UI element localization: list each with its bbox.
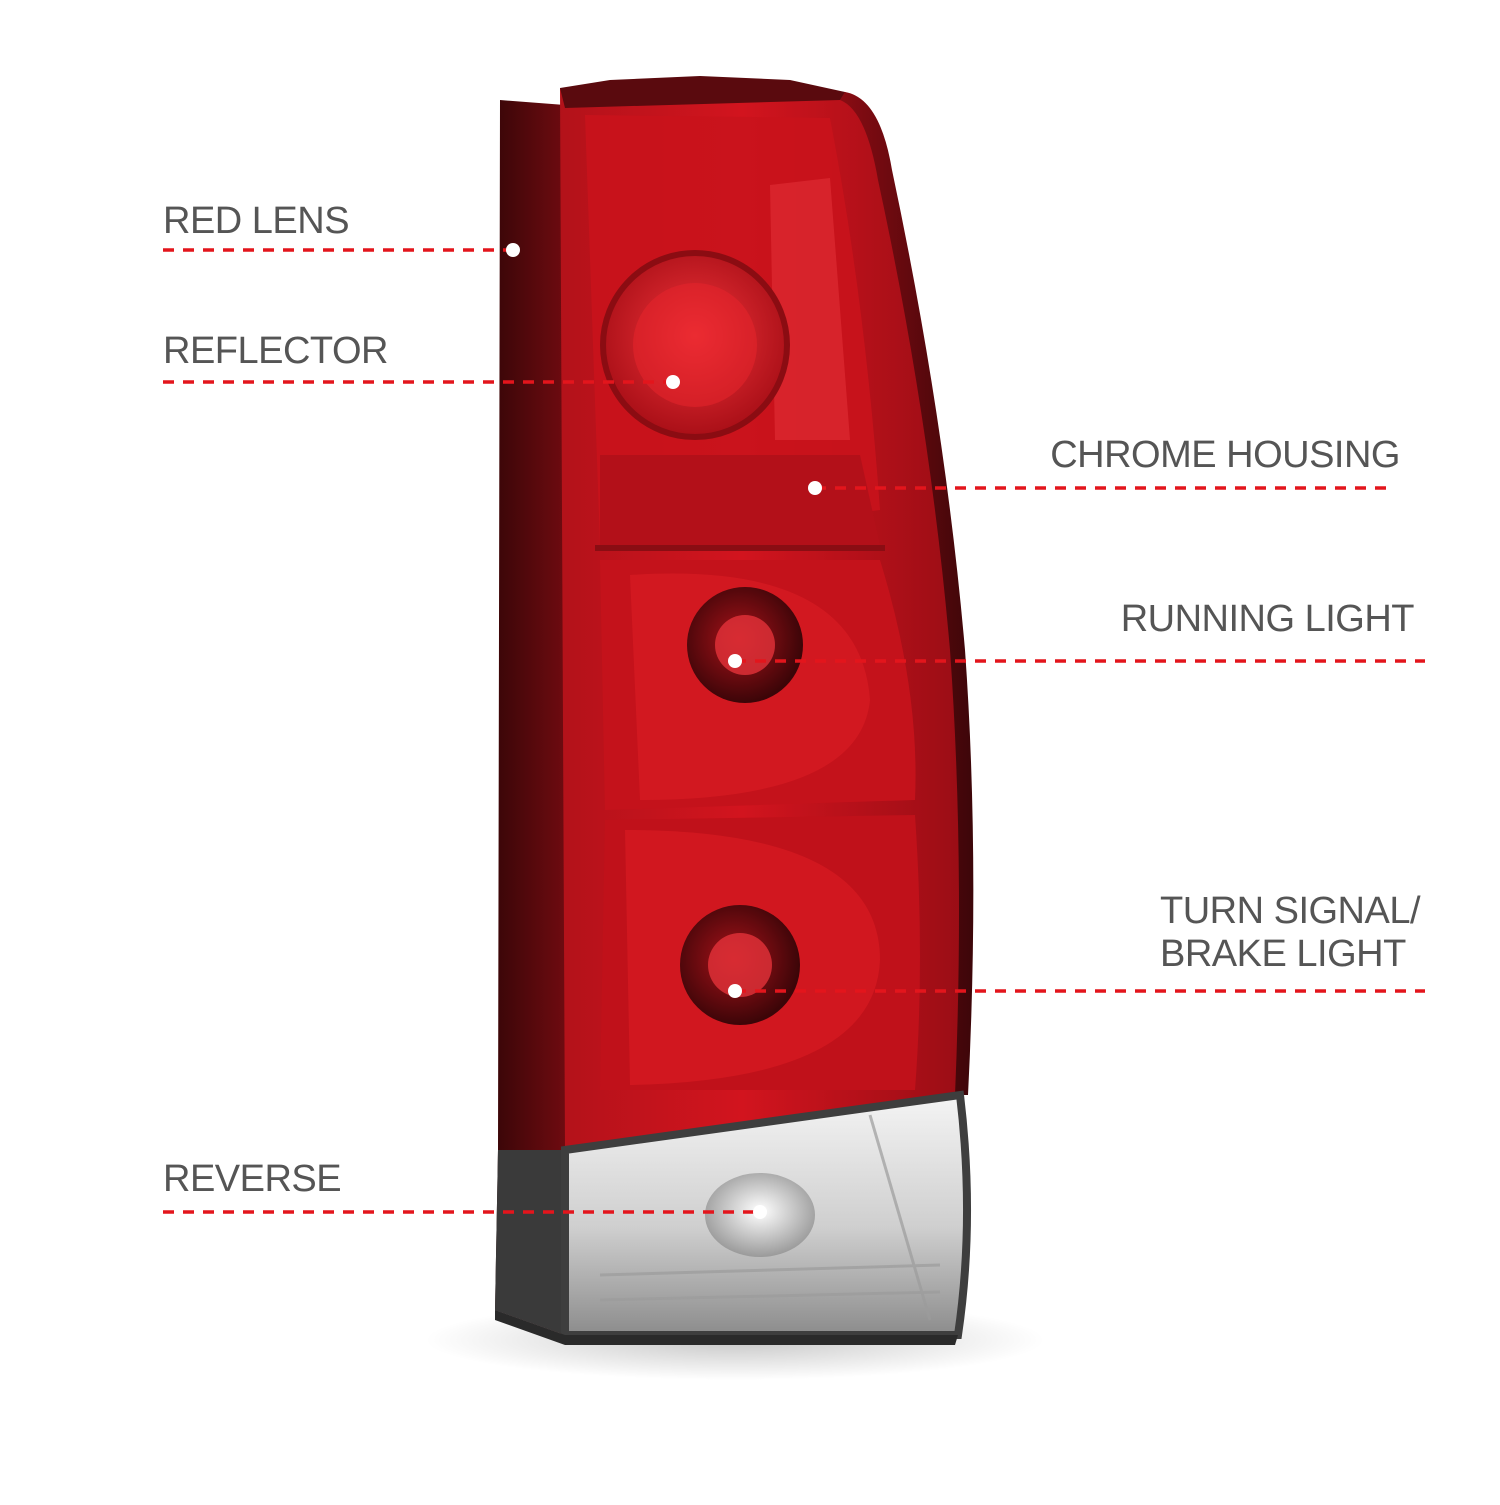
label-reverse-text: REVERSE (163, 1158, 342, 1200)
leader-dot-chrome-housing (808, 481, 822, 495)
label-reverse: REVERSE (163, 1158, 342, 1201)
leader-dot-reflector (666, 375, 680, 389)
label-turn-signal-brake: TURN SIGNAL/ BRAKE LIGHT (1160, 890, 1421, 975)
label-reflector: REFLECTOR (163, 330, 388, 373)
reflector-inner (633, 283, 757, 407)
running-light-bulb (715, 615, 775, 675)
chrome-housing-ridge (770, 178, 850, 440)
housing-right-edge (840, 92, 974, 1095)
leader-dot-turn-signal-brake (728, 984, 742, 998)
label-red-lens-text: RED LENS (163, 200, 350, 242)
leader-dot-red-lens (506, 243, 520, 257)
housing-top-cap (560, 76, 845, 108)
leader-dot-running-light (728, 654, 742, 668)
reverse-lens-frame (561, 1090, 971, 1339)
label-chrome-housing: CHROME HOUSING (1050, 434, 1400, 477)
chrome-housing-step (600, 455, 880, 545)
reverse-lens-ribs (599, 1114, 941, 1321)
label-chrome-housing-text: CHROME HOUSING (1050, 434, 1400, 476)
turn-signal-bulb (708, 933, 772, 997)
label-red-lens: RED LENS (163, 200, 350, 243)
housing-bottom-edge (495, 1310, 958, 1345)
label-running-light-text: RUNNING LIGHT (1120, 598, 1415, 640)
housing-side-lower (495, 1150, 565, 1335)
callout-leaders (163, 243, 1425, 1219)
label-turn-signal-text: TURN SIGNAL/ (1160, 890, 1421, 932)
label-brake-light-text: BRAKE LIGHT (1160, 932, 1406, 975)
label-running-light: RUNNING LIGHT (1120, 598, 1415, 641)
housing-side-panel (495, 100, 565, 1335)
label-reflector-text: REFLECTOR (163, 330, 388, 372)
leader-dot-reverse (753, 1205, 767, 1219)
